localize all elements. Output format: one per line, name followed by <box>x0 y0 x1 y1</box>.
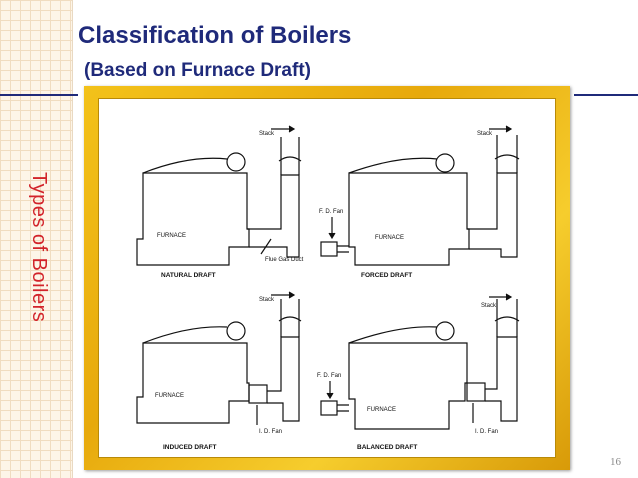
furnace-label-1: FURNACE <box>157 233 186 239</box>
caption-forced-draft: FORCED DRAFT <box>361 272 412 279</box>
id-fan-label-4: I. D. Fan <box>475 429 498 435</box>
fd-fan-label-4: F. D. Fan <box>317 373 341 379</box>
fd-fan-label-2: F. D. Fan <box>319 209 343 215</box>
furnace-label-2: FURNACE <box>375 235 404 241</box>
decorative-grid-background <box>0 0 72 478</box>
panel-forced-draft <box>320 125 520 266</box>
panel-balanced-draft <box>320 293 520 430</box>
furnace-label-3: FURNACE <box>155 393 184 399</box>
slide-subtitle: (Based on Furnace Draft) <box>84 60 311 81</box>
diagram-svg: Stack FURNACE Flue Gas Duct NATURAL DRAF… <box>136 125 520 451</box>
id-fan-label-3: I. D. Fan <box>259 429 282 435</box>
caption-induced-draft: INDUCED DRAFT <box>163 444 216 451</box>
stack-label-4: Stack <box>481 303 497 309</box>
figure-frame: Stack FURNACE Flue Gas Duct NATURAL DRAF… <box>84 86 570 470</box>
title-rule-right <box>574 94 638 96</box>
stack-label-2: Stack <box>477 131 493 137</box>
panel-induced-draft <box>136 291 302 425</box>
stack-label-3: Stack <box>259 297 275 303</box>
side-divider <box>72 0 73 478</box>
boiler-draft-diagram: Stack FURNACE Flue Gas Duct NATURAL DRAF… <box>98 98 556 458</box>
caption-natural-draft: NATURAL DRAFT <box>161 272 216 279</box>
vertical-section-title: Types of Boilers <box>28 172 50 323</box>
title-rule-left <box>0 94 78 96</box>
flue-gas-duct-label: Flue Gas Duct <box>265 257 304 263</box>
stack-label-1: Stack <box>259 131 275 137</box>
caption-balanced-draft: BALANCED DRAFT <box>357 444 417 451</box>
page-number: 16 <box>610 456 621 468</box>
panel-natural-draft <box>136 125 302 266</box>
slide-title: Classification of Boilers <box>78 22 352 49</box>
furnace-label-4: FURNACE <box>367 407 396 413</box>
